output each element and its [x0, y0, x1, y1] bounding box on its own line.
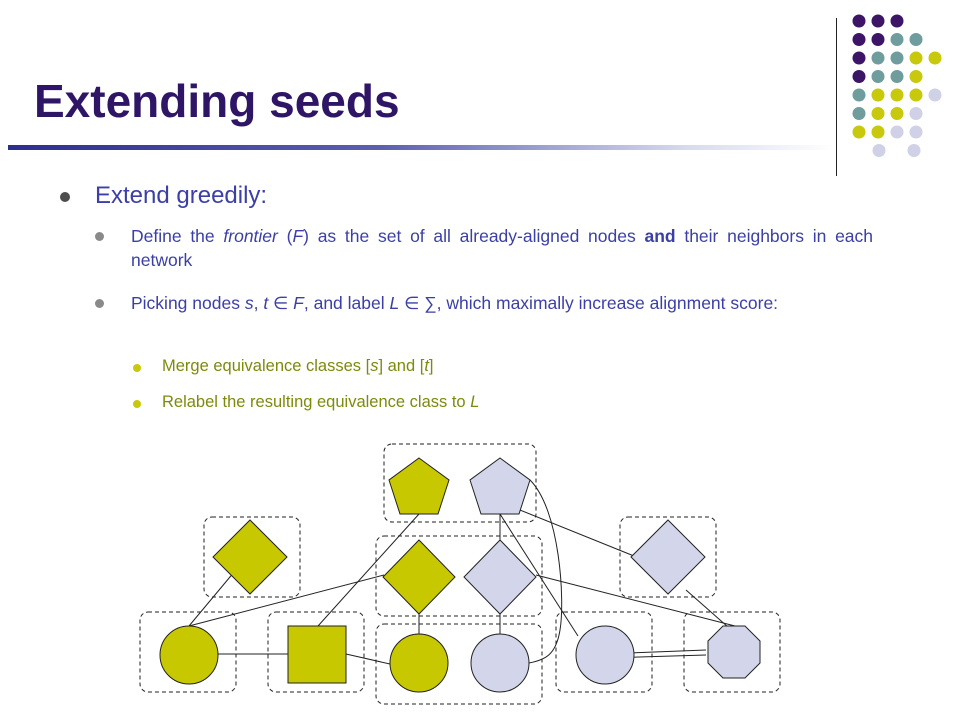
text-run: Define the [131, 226, 224, 246]
decorative-vertical-rule [836, 18, 837, 176]
decorative-dot [890, 33, 904, 46]
edge [535, 574, 736, 627]
decorative-dot [890, 125, 904, 139]
bullet-dot [95, 232, 104, 241]
decorative-dot [890, 88, 904, 102]
text-run: ∈ [268, 293, 294, 313]
diamond-lavender-right-node [630, 519, 706, 595]
decorative-dot [909, 107, 923, 120]
decorative-dot [928, 88, 942, 102]
text-run: F [293, 293, 304, 313]
text-run: and [644, 226, 676, 246]
class-box-pentagons [383, 443, 537, 523]
decorative-dot [890, 14, 904, 28]
diamond-yellow-center-node [382, 539, 456, 615]
text-run: ∈ ∑, which maximally increase alignment … [399, 293, 779, 313]
decorative-dot [871, 51, 885, 65]
text-run: , and label [303, 293, 390, 313]
title-underline-gradient [8, 145, 834, 150]
circle-yellow-left-node [159, 625, 219, 685]
text-run: F [292, 226, 304, 246]
text-run: Picking nodes [131, 293, 245, 313]
text-run: s [244, 293, 254, 313]
text-run: , [253, 293, 264, 313]
circle-lavender-right-node [575, 625, 635, 685]
decorative-dot [928, 51, 942, 65]
circle-lavender-center-node [470, 633, 530, 693]
octagon-lavender-node [707, 625, 761, 679]
decorative-dot [909, 70, 923, 83]
edge [528, 479, 563, 664]
text-run: L [470, 393, 480, 411]
decorative-dot [871, 14, 885, 28]
decorative-dot [871, 107, 885, 120]
bullet-dot [133, 364, 141, 372]
decorative-dot [852, 51, 866, 65]
edge [499, 513, 579, 637]
text-run: Relabel the resulting equivalence class … [162, 393, 471, 411]
decorative-dot [907, 144, 921, 157]
subbullet-relabel-text: Relabel the resulting equivalence class … [162, 393, 479, 412]
decorative-dot [909, 33, 923, 46]
text-run: ( [277, 226, 293, 246]
pentagon-lavender-node [469, 457, 531, 515]
text-run: their neighbors in each network [131, 226, 874, 270]
subbullet-merge-text: Merge equivalence classes [s] and [t] [162, 357, 434, 376]
text-run: L [389, 293, 400, 313]
decorative-dot-grid [852, 14, 942, 157]
bullet-dot [133, 400, 141, 408]
page-title: Extending seeds [34, 75, 400, 127]
bullet-picking-text: Picking nodes s, t ∈ F, and label L ∈ ∑,… [131, 291, 873, 315]
decorative-dot [909, 88, 923, 102]
text-run: Merge equivalence classes [ [162, 357, 371, 375]
decorative-dot [852, 88, 866, 102]
bullet-frontier-text: Define the frontier (F) as the set of al… [131, 224, 873, 272]
bullet-dot [95, 299, 104, 308]
diamond-yellow-left-node [212, 519, 288, 595]
edge [317, 513, 420, 627]
decorative-dot [852, 14, 866, 28]
decorative-dot [872, 144, 886, 157]
decorative-dot [890, 51, 904, 65]
decorative-dot [909, 51, 923, 65]
bullet-level1-text: Extend greedily: [95, 182, 268, 209]
edge [685, 589, 729, 628]
decorative-dot [890, 107, 904, 120]
bullet-dot [60, 192, 70, 202]
text-run: t [263, 293, 269, 313]
text-run: ] and [ [378, 357, 425, 375]
edge [188, 574, 385, 627]
diamond-lavender-center-node [463, 539, 537, 615]
decorative-dot [852, 33, 866, 46]
decorative-dot [871, 70, 885, 83]
decorative-dot [852, 107, 866, 120]
text-run: frontier [223, 226, 278, 246]
decorative-dot [871, 33, 885, 46]
text-run: ] [428, 357, 434, 375]
edge [345, 653, 391, 665]
decorative-dot [871, 88, 885, 102]
text-run: t [424, 357, 429, 375]
text-run: s [370, 357, 379, 375]
circle-yellow-center-node [389, 633, 449, 693]
square-yellow-node [287, 625, 347, 684]
edge [509, 505, 635, 557]
decorative-dot [852, 70, 866, 83]
decorative-dot [852, 125, 866, 139]
decorative-dot [909, 125, 923, 139]
decorative-dot [890, 70, 904, 83]
decorative-dot [871, 125, 885, 139]
pentagon-yellow-node [388, 457, 450, 515]
text-run: ) as the set of all already-aligned node… [303, 226, 645, 246]
